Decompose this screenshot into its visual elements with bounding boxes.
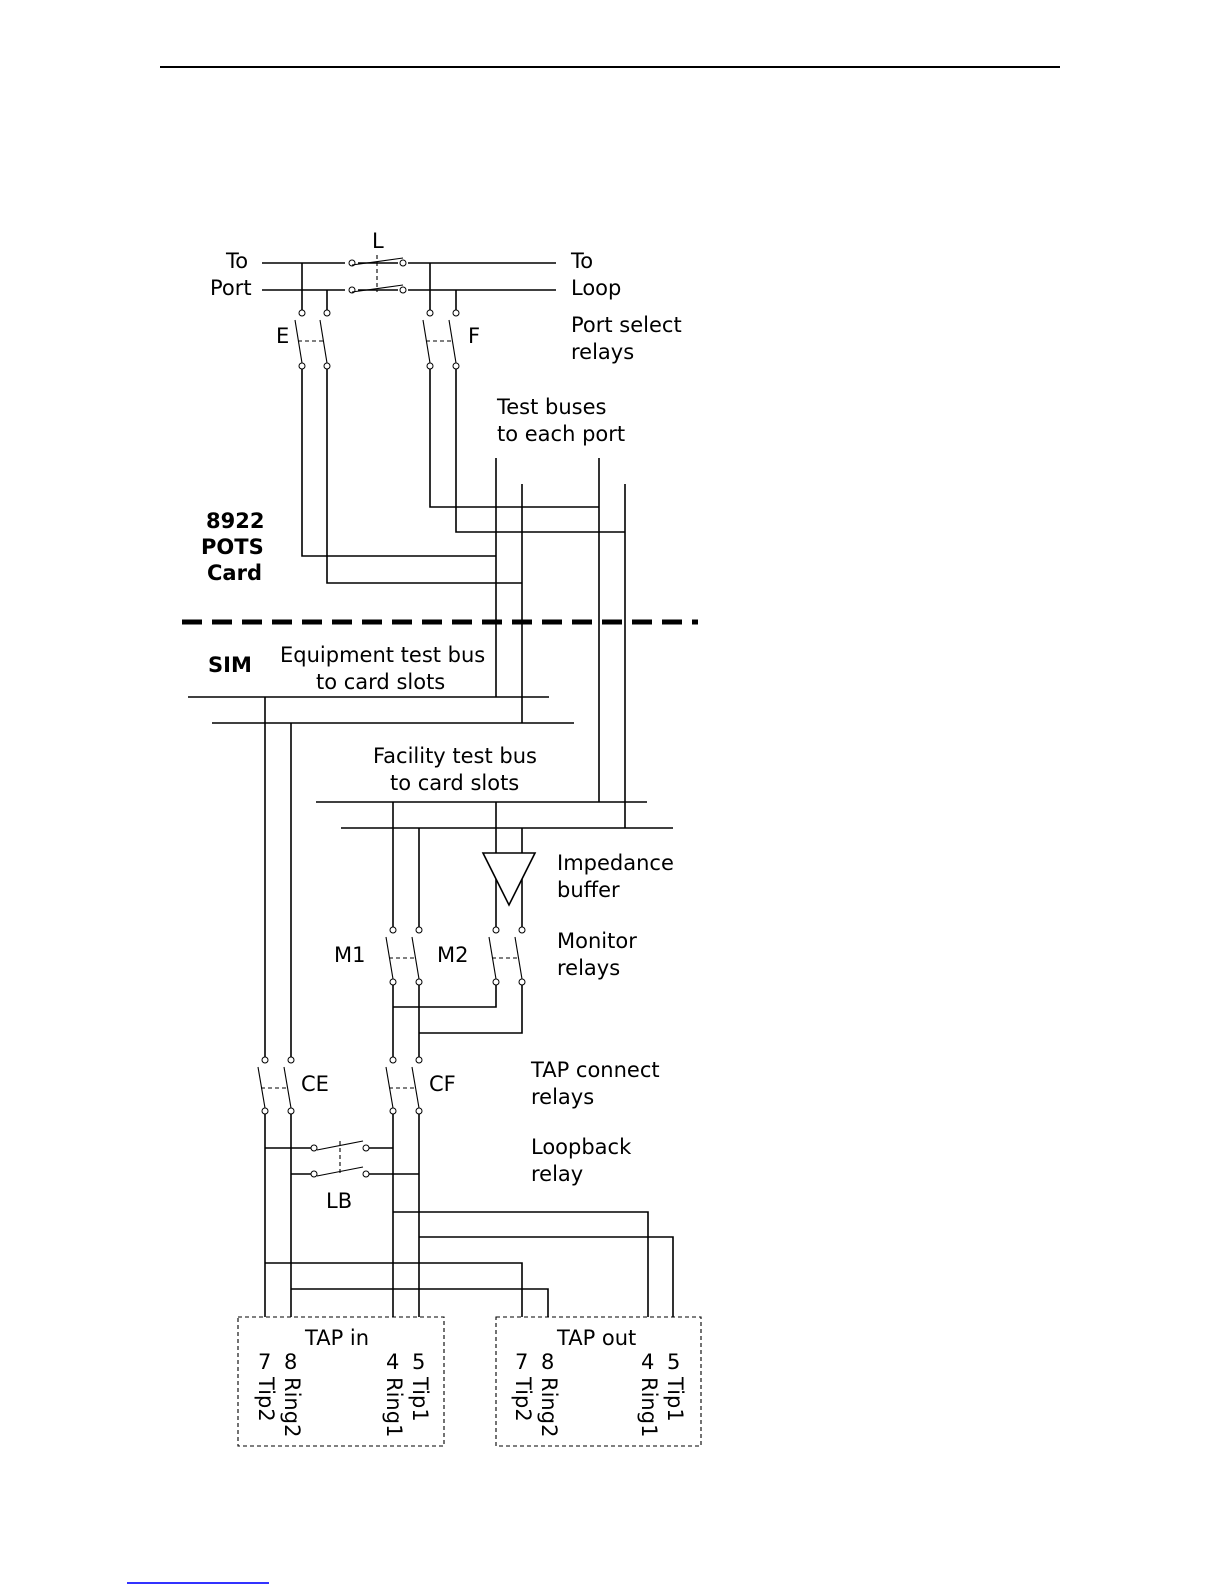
relay-ce-symbol <box>257 1056 295 1115</box>
label-monitor-1: Monitor <box>557 929 637 953</box>
label-impedance-2: buffer <box>557 878 620 902</box>
relay-lb-symbol <box>310 1140 370 1178</box>
m1-feed <box>392 802 420 927</box>
tap-out-box <box>495 1316 702 1447</box>
pin-name: Ring1 <box>382 1377 406 1437</box>
pin-name: Tip1 <box>663 1376 687 1422</box>
label-loopback-2: relay <box>531 1162 583 1186</box>
label-card-1: 8922 <box>206 509 264 533</box>
facility-test-bus <box>316 801 673 829</box>
label-relay-l: L <box>372 229 384 253</box>
label-relay-e: E <box>276 324 289 348</box>
pin-name: Tip2 <box>511 1376 535 1422</box>
tap-in-pins: 7 8 4 5 Tip2 Ring2 Ring1 Tip1 <box>254 1350 432 1437</box>
label-relay-m1: M1 <box>334 943 365 967</box>
pin-name: Ring2 <box>537 1377 561 1437</box>
label-relay-cf: CF <box>429 1072 456 1096</box>
label-monitor-2: relays <box>557 956 620 980</box>
label-facility-bus-1: Facility test bus <box>373 744 537 768</box>
impedance-buffer-symbol <box>481 802 537 927</box>
label-sim: SIM <box>208 653 252 677</box>
label-impedance-1: Impedance <box>557 851 674 875</box>
pin-number: 4 <box>641 1350 654 1374</box>
label-loop: Loop <box>571 276 621 300</box>
tap-in-title: TAP in <box>304 1326 369 1350</box>
label-loopback-1: Loopback <box>531 1135 632 1159</box>
pin-number: 4 <box>386 1350 399 1374</box>
label-facility-bus-2: to card slots <box>390 771 519 795</box>
card-wiring <box>301 369 626 828</box>
pin-number: 5 <box>412 1350 425 1374</box>
label-relay-lb: LB <box>326 1189 352 1213</box>
pin-name: Ring1 <box>637 1377 661 1437</box>
relay-cf-symbol <box>385 1056 423 1115</box>
label-port: Port <box>210 276 252 300</box>
label-relay-m2: M2 <box>437 943 468 967</box>
label-test-buses-1: Test buses <box>496 395 606 419</box>
label-card-3: Card <box>207 561 262 585</box>
label-relay-ce: CE <box>301 1072 329 1096</box>
pin-name: Tip1 <box>408 1376 432 1422</box>
label-to-loop-top: To <box>570 249 593 273</box>
label-card-2: POTS <box>201 535 264 559</box>
port-loop-lines <box>262 262 556 291</box>
label-equipment-bus-1: Equipment test bus <box>280 643 485 667</box>
label-to-port-top: To <box>225 249 248 273</box>
pin-number: 7 <box>258 1350 271 1374</box>
pin-number: 8 <box>284 1350 297 1374</box>
pin-name: Tip2 <box>254 1376 278 1422</box>
pin-name: Ring2 <box>280 1377 304 1437</box>
label-relay-f: F <box>468 324 480 348</box>
tap-in-box <box>237 1316 445 1447</box>
tap-out-title: TAP out <box>556 1326 636 1350</box>
monitor-wiring <box>392 985 523 1057</box>
lower-wiring <box>264 1114 674 1317</box>
label-tap-connect-2: relays <box>531 1085 594 1109</box>
pin-number: 7 <box>515 1350 528 1374</box>
label-equipment-bus-2: to card slots <box>316 670 445 694</box>
relay-m1-symbol <box>385 926 423 986</box>
ce-feed <box>264 697 292 1057</box>
relay-f-symbol <box>422 263 460 370</box>
tap-out-pins: 7 8 4 5 Tip2 Ring2 Ring1 Tip1 <box>511 1350 687 1437</box>
relay-l-symbol <box>348 255 407 294</box>
label-port-select-1: Port select <box>571 313 682 337</box>
relay-m2-symbol <box>488 926 526 986</box>
label-tap-connect-1: TAP connect <box>530 1058 660 1082</box>
pin-number: 5 <box>667 1350 680 1374</box>
label-port-select-2: relays <box>571 340 634 364</box>
label-test-buses-2: to each port <box>497 422 625 446</box>
pin-number: 8 <box>541 1350 554 1374</box>
equipment-test-bus <box>188 696 574 724</box>
relay-e-symbol <box>294 263 331 370</box>
